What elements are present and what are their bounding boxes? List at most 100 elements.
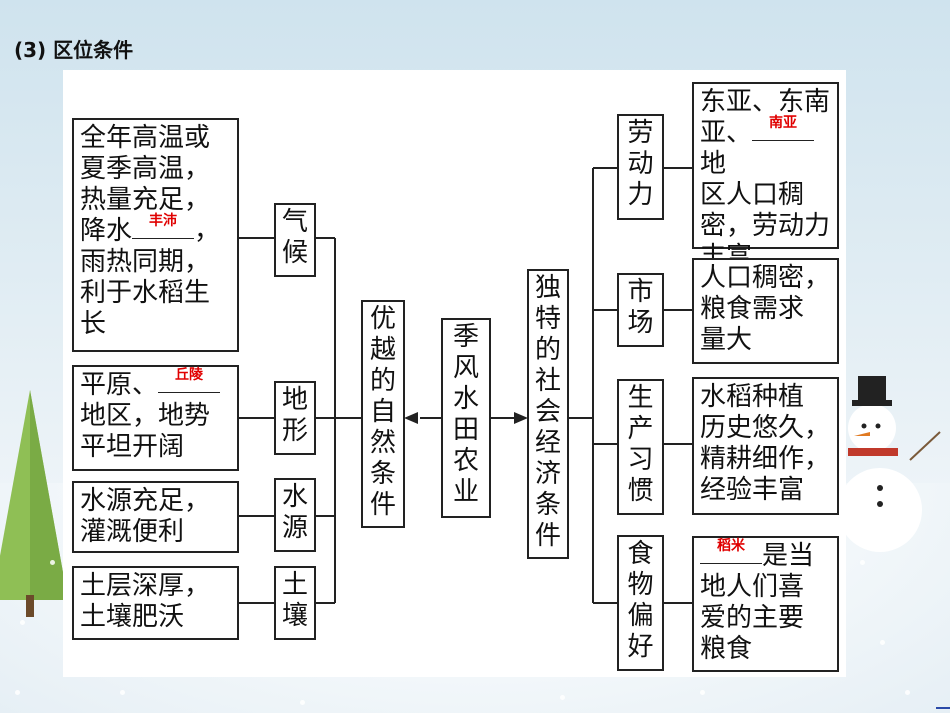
blank-answer: 南亚 [769, 115, 798, 131]
fill-blank: 丰沛 [132, 213, 195, 239]
char: 件 [534, 521, 561, 551]
water-line: 水源充足， [80, 486, 211, 516]
food-description: 稻米是当 地人们喜 爱的主要 粮食 [692, 536, 839, 672]
char: 然 [369, 428, 396, 458]
factor-habits: 生 产 习 惯 [617, 379, 664, 515]
market-description: 人口稠密， 粮食需求 量大 [692, 258, 839, 364]
char: 壤 [281, 601, 308, 631]
char: 水 [452, 384, 479, 414]
char: 习 [627, 445, 654, 475]
char: 社 [534, 366, 561, 396]
climate-description: 全年高温或 夏季高温， 热量充足， 降水丰沛， 雨热同期， 利于水稻生 长 [72, 118, 239, 352]
snowflake [120, 690, 125, 695]
snowflake [20, 620, 25, 625]
section-heading: (3) 区位条件 [14, 38, 134, 62]
labor-line: 密，劳动力 [700, 211, 831, 241]
char: 条 [534, 490, 561, 520]
food-line: 粮食 [700, 634, 753, 664]
char: 惯 [627, 476, 654, 506]
snowflake [880, 640, 885, 645]
char: 的 [534, 335, 561, 365]
char: 源 [281, 513, 308, 543]
habits-line: 精耕细作， [700, 444, 831, 474]
climate-blank-line: 降水丰沛， [80, 213, 231, 247]
habits-line: 水稻种植 [700, 382, 805, 412]
fill-blank: 南亚 [752, 115, 815, 141]
terrain-description: 平原、丘陵 地区，地势 平坦开阔 [72, 365, 239, 471]
food-line: 爱的主要 [700, 603, 805, 633]
social-economic-label: 独 特 的 社 会 经 济 条 件 [527, 269, 569, 559]
snowflake [50, 560, 55, 565]
char: 好 [627, 632, 654, 662]
blank-prefix: 亚、 [700, 118, 753, 148]
snowflake [560, 695, 565, 700]
char: 业 [452, 477, 479, 507]
tree-decoration [0, 390, 68, 617]
blank-prefix: 降水 [80, 216, 133, 246]
char: 场 [627, 308, 654, 338]
factor-terrain: 地 形 [274, 381, 316, 455]
market-line: 粮食需求 [700, 294, 805, 324]
snowflake [700, 690, 705, 695]
char: 形 [281, 416, 308, 446]
char: 动 [627, 149, 654, 179]
water-line: 灌溉便利 [80, 517, 185, 547]
char: 济 [534, 459, 561, 489]
labor-line: 区人口稠 [700, 180, 805, 210]
slide-marker [936, 707, 950, 709]
water-description: 水源充足， 灌溉便利 [72, 481, 239, 553]
soil-line: 土层深厚， [80, 571, 211, 601]
terrain-line: 平坦开阔 [80, 432, 185, 462]
market-line: 人口稠密， [700, 263, 831, 293]
climate-line: 热量充足， [80, 185, 211, 215]
snowflake [15, 690, 20, 695]
blank-answer: 稻米 [717, 538, 745, 554]
char: 经 [534, 428, 561, 458]
climate-line: 长 [80, 309, 107, 339]
center-topic: 季 风 水 田 农 业 [441, 318, 491, 518]
char: 物 [627, 570, 654, 600]
factor-market: 市 场 [617, 273, 664, 347]
char: 农 [452, 446, 479, 476]
food-line: 地人们喜 [700, 572, 805, 602]
soil-line: 土壤肥沃 [80, 602, 185, 632]
labor-blank-line: 亚、南亚地 [700, 115, 831, 180]
snowman-decoration [840, 376, 941, 552]
labor-line: 东亚、东南 [700, 87, 831, 117]
char: 力 [627, 180, 654, 210]
char: 土 [281, 570, 308, 600]
char: 食 [627, 539, 654, 569]
char: 市 [627, 277, 654, 307]
char: 偏 [627, 601, 654, 631]
factor-water: 水 源 [274, 478, 316, 552]
char: 的 [369, 366, 396, 396]
habits-line: 历史悠久， [700, 413, 831, 443]
char: 气 [281, 207, 308, 237]
factor-food-preference: 食 物 偏 好 [617, 535, 664, 671]
char: 生 [627, 383, 654, 413]
char: 季 [452, 322, 479, 352]
char: 水 [281, 482, 308, 512]
blank-answer: 丘陵 [175, 367, 204, 383]
soil-description: 土层深厚， 土壤肥沃 [72, 566, 239, 640]
char: 条 [369, 459, 396, 489]
fill-blank: 丘陵 [158, 367, 221, 393]
snowflake [300, 700, 305, 705]
terrain-line: 地区，地势 [80, 401, 211, 431]
blank-suffix: ， [194, 216, 221, 246]
char: 优 [369, 304, 396, 334]
snowflake [905, 690, 910, 695]
char: 越 [369, 335, 396, 365]
factor-climate: 气 候 [274, 203, 316, 277]
char: 劳 [627, 118, 654, 148]
char: 特 [534, 304, 561, 334]
char: 件 [369, 490, 396, 520]
climate-line: 雨热同期， [80, 247, 211, 277]
market-line: 量大 [700, 325, 753, 355]
climate-line: 夏季高温， [80, 154, 211, 184]
habits-line: 经验丰富 [700, 475, 805, 505]
char: 田 [452, 415, 479, 445]
blank-prefix: 平原、 [80, 370, 159, 400]
natural-conditions-label: 优 越 的 自 然 条 件 [361, 300, 405, 528]
